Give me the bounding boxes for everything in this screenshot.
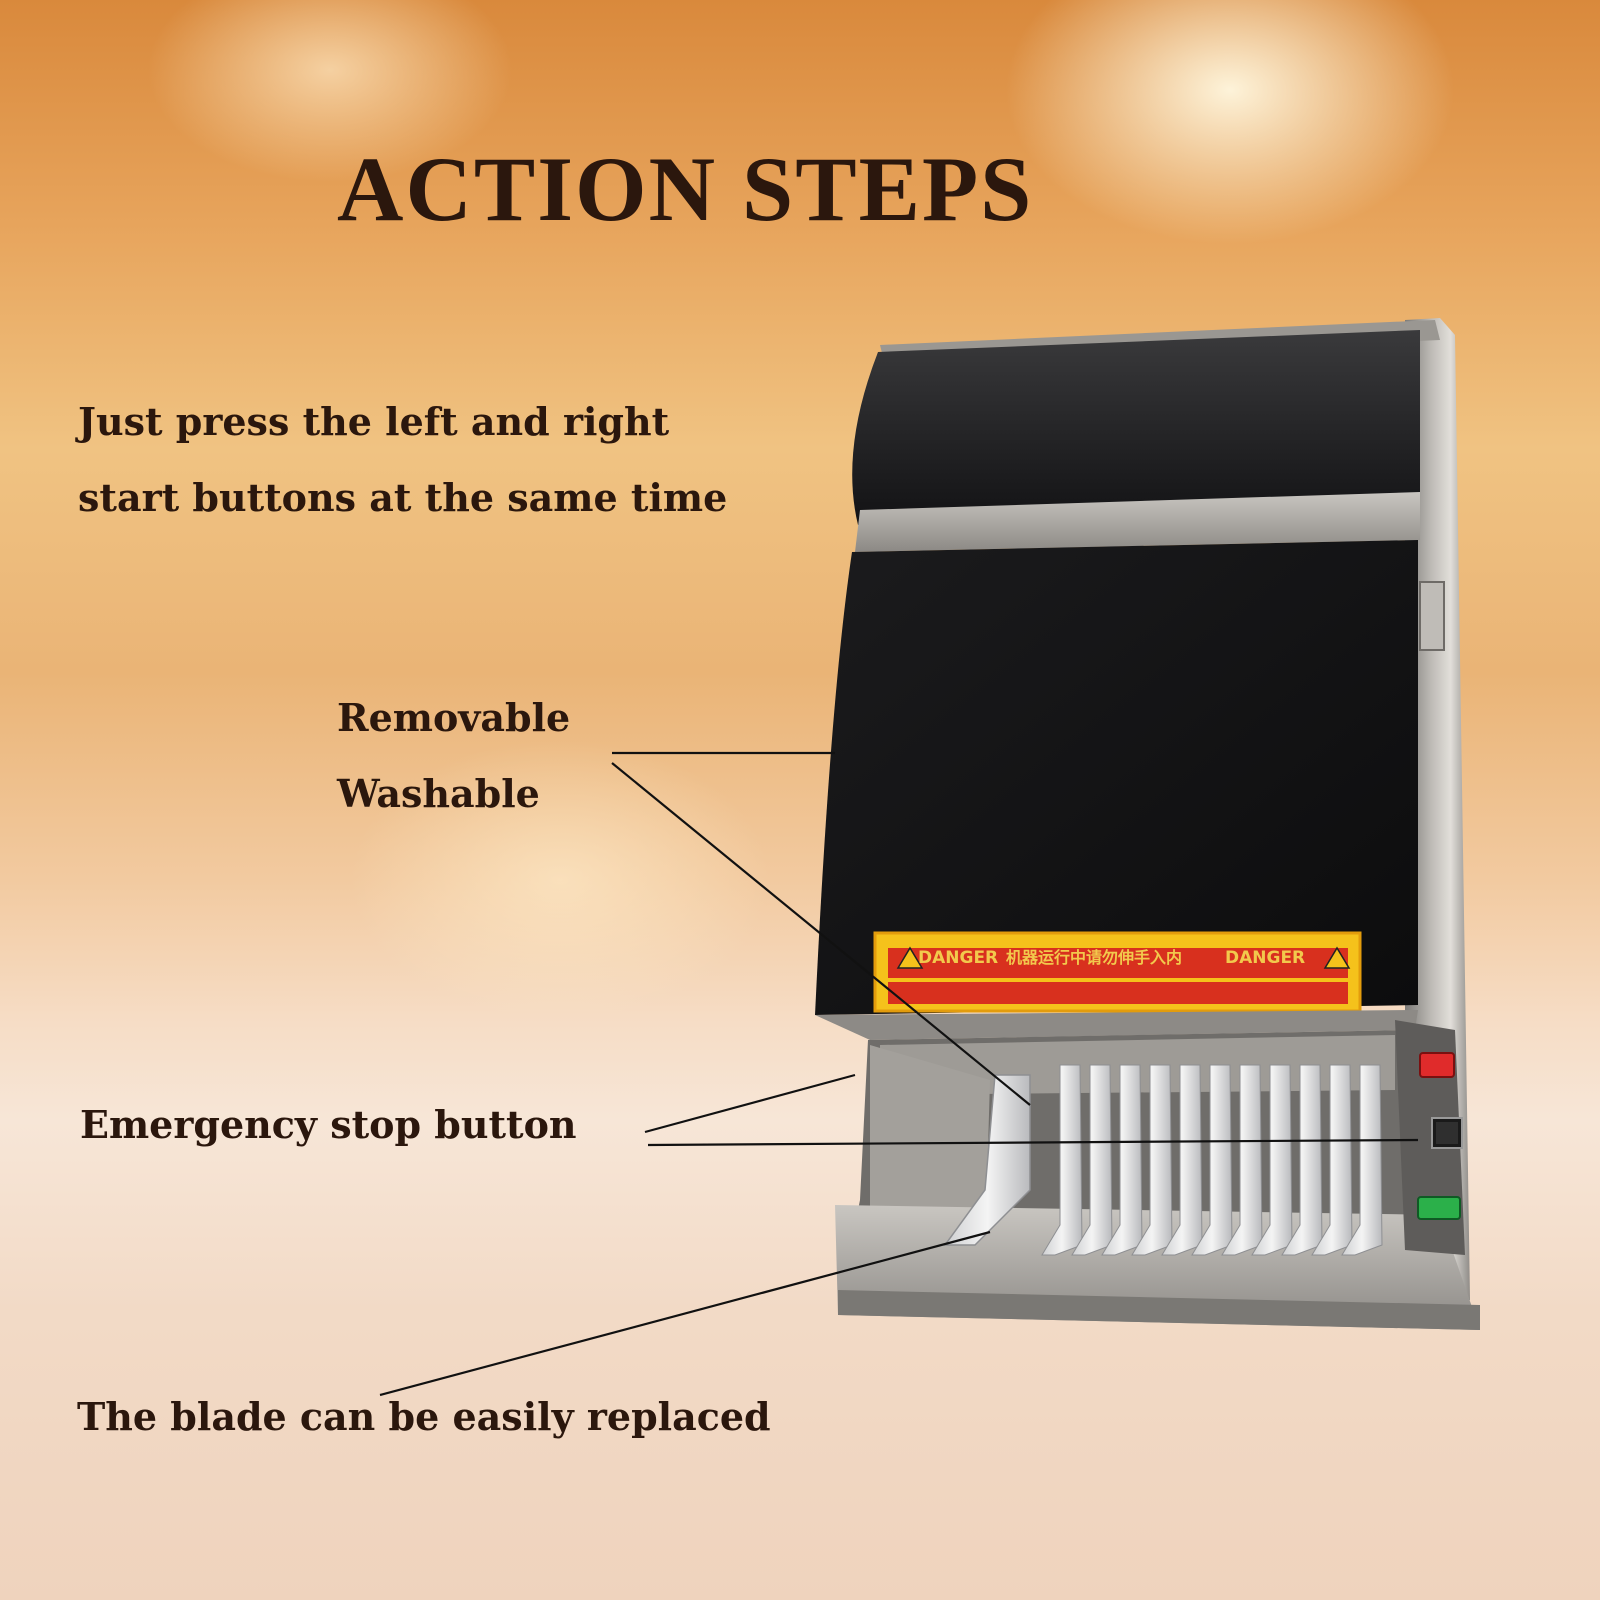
page-title: ACTION STEPS (337, 138, 1034, 240)
blade (1281, 1064, 1323, 1256)
callout-line-blade-guide (611, 762, 1031, 1106)
warning-triangle-icon (1323, 946, 1351, 969)
start-button-icon (1417, 1196, 1461, 1220)
machine-hinge-strip (855, 492, 1420, 552)
blade (1311, 1064, 1353, 1256)
callout-blade: The blade can be easily replaced (77, 1394, 771, 1439)
blade (1161, 1064, 1203, 1256)
callout-emergency-stop: Emergency stop button (80, 1102, 577, 1147)
danger-warning-label: DANGER 机器运行中请勿伸手入内 DANGER (873, 931, 1362, 1013)
instruction-text: Just press the left and right start butt… (78, 384, 727, 536)
blade (1251, 1064, 1293, 1256)
callout-line-blade (379, 1230, 991, 1397)
hinge-clip (1419, 581, 1445, 651)
blade (1191, 1064, 1233, 1256)
removable-washable-cover (815, 540, 1418, 1015)
warning-label-middle: 机器运行中请勿伸手入内 (1006, 948, 1182, 967)
machine-left-wall (870, 1045, 990, 1250)
warning-triangle-icon (896, 946, 924, 969)
instruction-line-1: Just press the left and right (78, 399, 670, 444)
blade (1101, 1064, 1143, 1256)
warning-label-right: DANGER (1225, 948, 1305, 968)
warning-label-left: DANGER (918, 948, 998, 968)
blade (1341, 1064, 1383, 1256)
machine-hood (852, 330, 1420, 525)
callout-line-left-start (644, 1073, 856, 1134)
blade (1221, 1064, 1263, 1256)
blade-set (943, 1064, 1383, 1256)
callout-line-emergency-stop (647, 1138, 1419, 1147)
blade (1041, 1064, 1083, 1256)
instruction-line-2: start buttons at the same time (78, 475, 728, 520)
callout-lines (379, 751, 1419, 1397)
callout-washable: Washable (337, 771, 540, 816)
blade (1071, 1064, 1113, 1256)
blade-guide (943, 1074, 1031, 1246)
emergency-stop-button-icon (1419, 1052, 1455, 1078)
callout-removable-washable: Removable Washable (337, 680, 570, 832)
callout-removable: Removable (337, 695, 571, 740)
blade (1131, 1064, 1173, 1256)
